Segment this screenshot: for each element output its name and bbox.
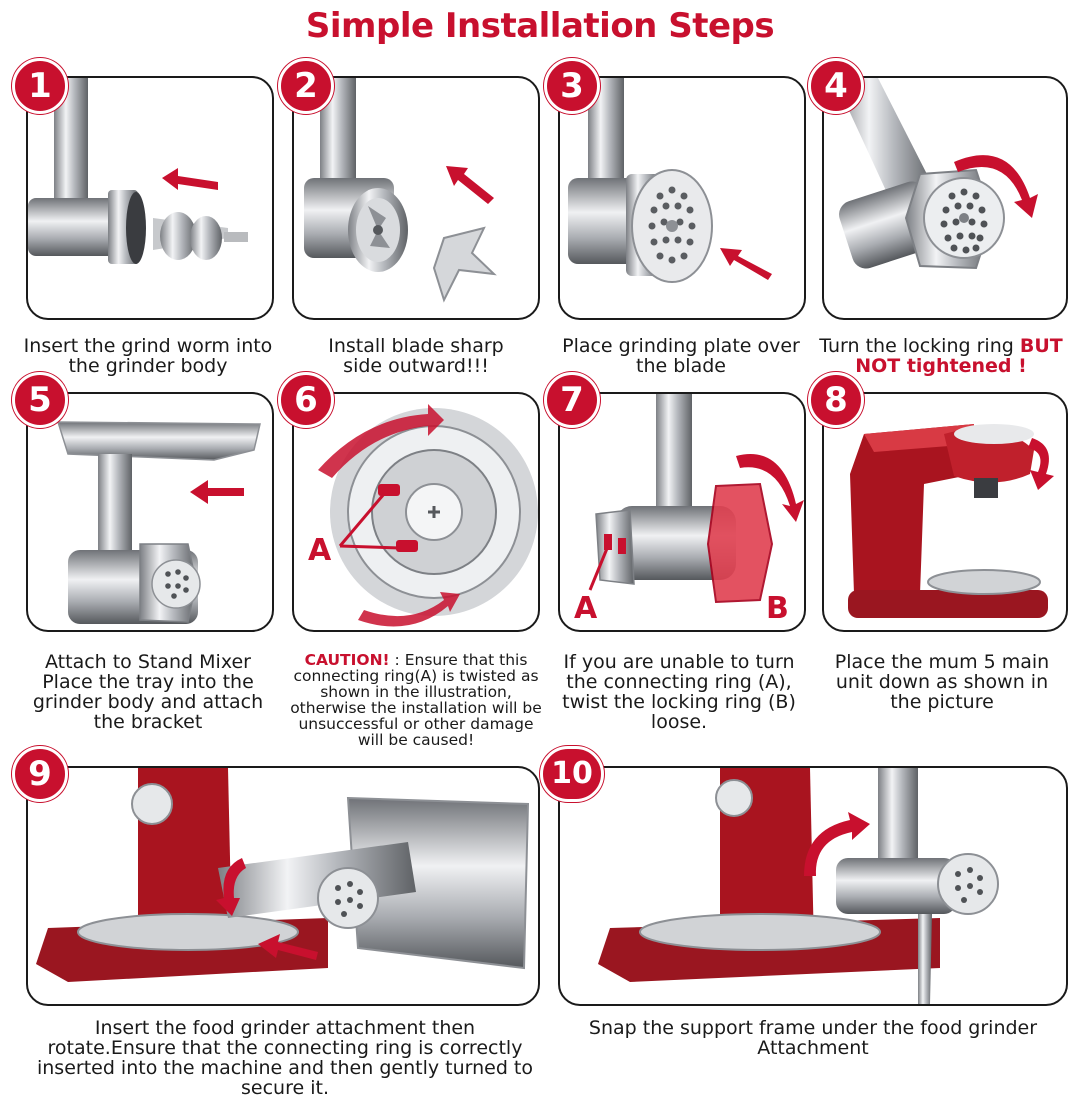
step-10-arrow: [804, 812, 870, 876]
step-7-label-b: B: [766, 591, 789, 626]
step-1-arrow: [162, 168, 218, 190]
step-8-caption: Place the mum 5 main unit down as shown …: [834, 651, 1050, 713]
step-3-arrow: [720, 248, 772, 280]
step-7-caption: If you are unable to turn the connecting…: [562, 651, 796, 733]
step-2-badge: 2: [278, 58, 334, 114]
step-9-panel: [26, 766, 540, 1006]
step-6-badge: 6: [278, 372, 334, 428]
step-9-arrow: [258, 934, 318, 960]
step-1-caption: Insert the grind worm into the grinder b…: [23, 335, 273, 377]
step-4-panel: [822, 76, 1068, 320]
step-5-illustration: [56, 421, 261, 624]
step-10-panel: [558, 766, 1068, 1006]
step-5-panel: [26, 392, 274, 632]
step-6-caption-text: : Ensure that this connecting ring(A) is…: [290, 651, 542, 749]
step-3-caption: Place grinding plate over the blade: [562, 335, 800, 377]
step-8-badge: 8: [808, 372, 864, 428]
step-10-caption: Snap the support frame under the food gr…: [588, 1017, 1038, 1059]
step-7-label-a: A: [574, 591, 598, 626]
step-3-panel: [558, 76, 806, 320]
step-9-badge: 9: [12, 746, 68, 802]
step-3-badge: 3: [544, 58, 600, 114]
step-4-caption: Turn the locking ring BUT NOT tightened …: [810, 336, 1072, 376]
step-6-illustration: A: [308, 404, 538, 627]
page-title: Simple Installation Steps: [305, 6, 775, 46]
step-7-illustration: A B: [574, 394, 804, 626]
step-5-arrow: [190, 480, 244, 504]
step-2-arrow: [446, 166, 494, 204]
step-4-arrow: [954, 155, 1038, 218]
step-1-illustration: [28, 78, 248, 264]
step-1-panel: [26, 76, 274, 320]
step-2-panel: [292, 76, 540, 320]
step-7-badge: 7: [544, 372, 600, 428]
step-2-caption: Install blade sharp side outward!!!: [328, 335, 504, 377]
step-8-panel: [822, 392, 1068, 632]
step-5-badge: 5: [12, 372, 68, 428]
step-2-illustration: [304, 78, 497, 303]
step-6-caption: CAUTION! : Ensure that this connecting r…: [284, 652, 548, 748]
step-3-illustration: [568, 78, 772, 283]
step-1-badge: 1: [12, 58, 68, 114]
step-4-caption-warning: BUT NOT tightened !: [855, 335, 1063, 377]
step-4-illustration: [834, 78, 1038, 270]
step-7-panel: A B: [558, 392, 806, 632]
step-6-label-a: A: [308, 533, 332, 568]
step-9-caption: Insert the food grinder attachment then …: [36, 1017, 534, 1095]
step-6-panel: A: [292, 392, 540, 632]
step-10-badge: 10: [540, 746, 604, 802]
step-5-caption: Attach to Stand Mixer Place the tray int…: [32, 651, 264, 733]
step-4-caption-text: Turn the locking ring: [819, 335, 1020, 357]
step-6-caution: CAUTION!: [304, 651, 390, 669]
step-10-illustration: [598, 768, 999, 1004]
step-9-illustration: [36, 768, 530, 982]
step-8-illustration: [848, 424, 1054, 618]
step-4-badge: 4: [808, 58, 864, 114]
